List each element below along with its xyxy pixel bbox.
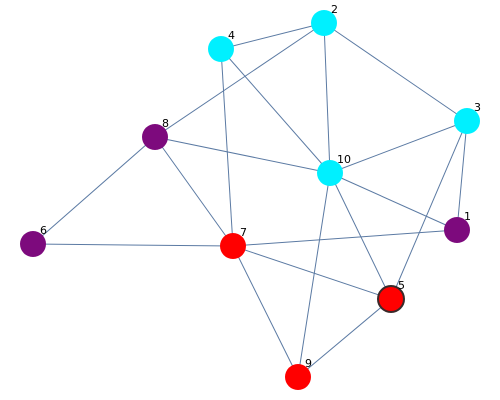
- node-1[interactable]: [444, 217, 470, 243]
- edge-3-5: [390, 120, 468, 300]
- edge-8-10: [154, 136, 331, 174]
- node-label-3: 3: [474, 101, 481, 114]
- edge-10-5: [329, 172, 392, 300]
- node-label-6: 6: [40, 224, 47, 237]
- node-7[interactable]: [220, 233, 246, 259]
- node-label-5: 5: [398, 279, 405, 292]
- node-label-4: 4: [228, 29, 235, 42]
- edge-3-1: [456, 120, 468, 231]
- nodes-layer: [20, 10, 480, 390]
- edge-7-1: [232, 229, 458, 247]
- edge-2-10: [323, 22, 331, 174]
- edge-8-6: [32, 136, 156, 245]
- node-label-7: 7: [240, 226, 247, 239]
- edge-5-9: [297, 298, 392, 378]
- node-10[interactable]: [317, 160, 343, 186]
- edge-6-7: [32, 243, 234, 247]
- node-4[interactable]: [208, 36, 234, 62]
- edge-4-10: [220, 48, 331, 174]
- labels-layer: 1 2 3 4 5 6 7 8 9 10: [40, 3, 481, 370]
- node-label-10: 10: [337, 153, 351, 166]
- node-5[interactable]: [377, 285, 405, 313]
- edges-layer: [32, 22, 468, 378]
- node-8[interactable]: [142, 124, 168, 150]
- node-label-2: 2: [331, 3, 338, 16]
- edge-7-9: [232, 245, 299, 378]
- edge-2-3: [323, 22, 468, 122]
- node-9[interactable]: [285, 364, 311, 390]
- node-label-8: 8: [162, 117, 169, 130]
- node-label-9: 9: [305, 357, 312, 370]
- edge-4-2: [220, 22, 325, 50]
- edge-2-8: [154, 22, 325, 138]
- node-3[interactable]: [454, 108, 480, 134]
- edge-10-1: [329, 172, 458, 231]
- node-6[interactable]: [20, 231, 46, 257]
- edge-3-10: [329, 120, 468, 174]
- edge-10-9: [297, 172, 331, 378]
- node-label-1: 1: [464, 210, 471, 223]
- edge-4-7: [220, 48, 234, 247]
- edge-8-7: [154, 136, 234, 247]
- node-2[interactable]: [311, 10, 337, 36]
- edge-7-5: [232, 245, 392, 300]
